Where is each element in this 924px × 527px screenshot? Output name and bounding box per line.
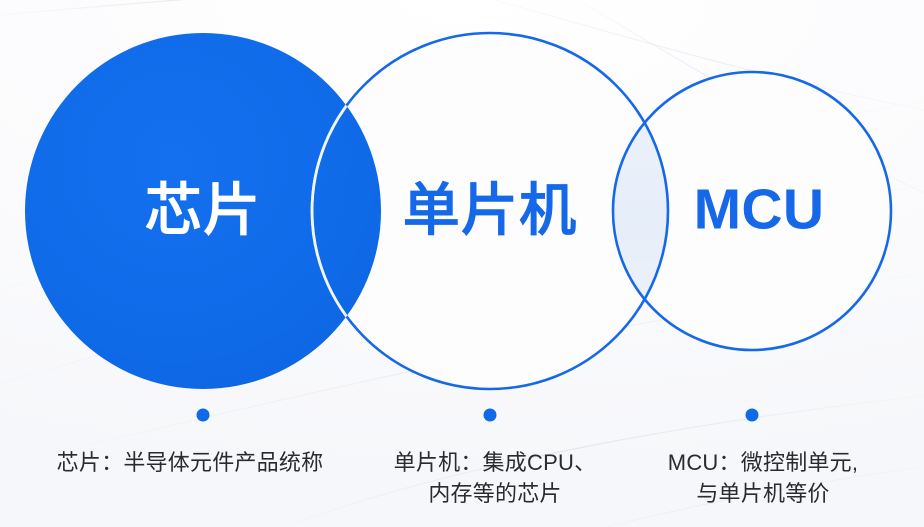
bullet-dot-mcu <box>745 408 759 422</box>
bullet-dot-chip <box>196 408 210 422</box>
caption-danpianji: 单片机：集成CPU、 内存等的芯片 <box>393 450 597 507</box>
circle-danpianji-fill <box>312 33 668 389</box>
circle-label-mcu: MCU <box>693 177 825 242</box>
caption-chip: 芯片：半导体元件产品统称 <box>56 450 324 475</box>
circle-mcu-outline <box>611 70 893 352</box>
circle-label-danpianji: 单片机 <box>402 178 578 243</box>
circle-chip-fill <box>25 33 381 389</box>
circle-label-chip: 芯片 <box>144 178 262 243</box>
bullet-dot-danpianji <box>483 408 497 422</box>
caption-mcu: MCU：微控制单元, 与单片机等价 <box>667 450 859 507</box>
circle-mcu-fill <box>613 72 891 350</box>
